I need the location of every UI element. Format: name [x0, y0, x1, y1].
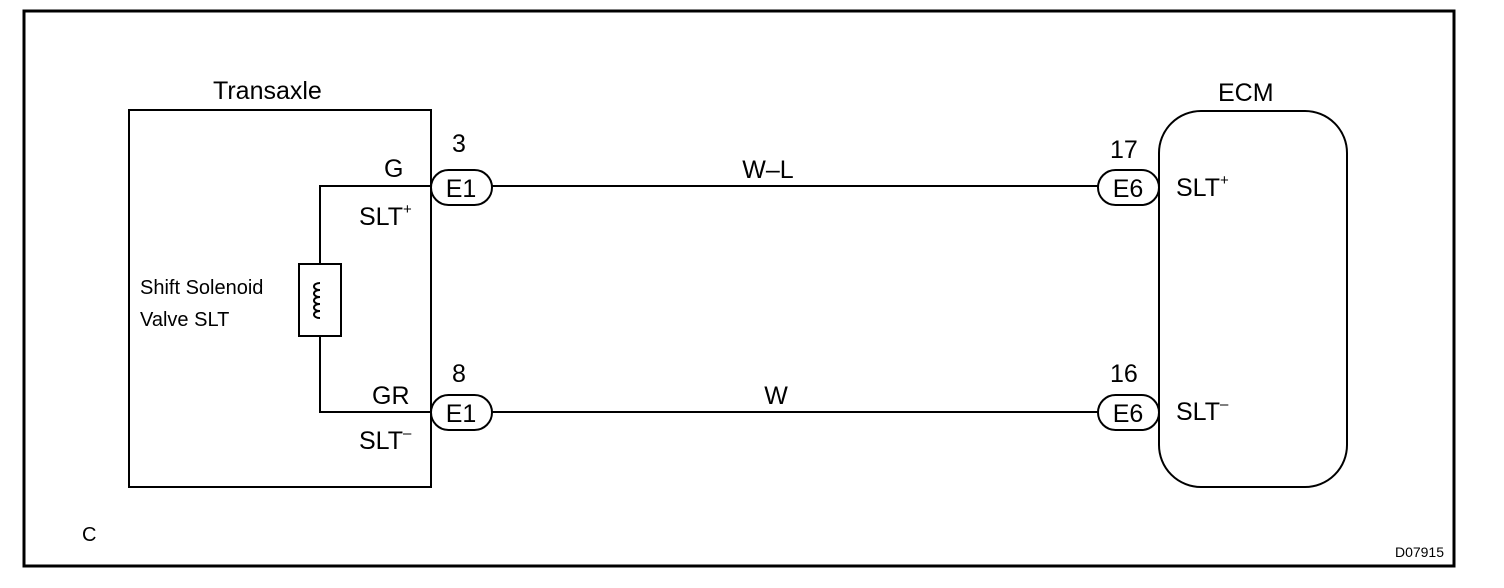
connector-pin-17: 17 [1110, 136, 1138, 164]
connector-pin-16: 16 [1110, 360, 1138, 388]
ecm-box [1158, 110, 1348, 488]
terminal-slt-minus-ecm: SLT– [1176, 396, 1229, 426]
solenoid-coil-icon [298, 263, 342, 337]
wire-color-gr: GR [372, 382, 410, 410]
terminal-slt-plus-transaxle: SLT+ [359, 201, 412, 231]
wire-label-w-l: W–L [742, 156, 794, 184]
figure-code: D07915 [1395, 544, 1444, 560]
wire-color-g: G [384, 155, 403, 183]
connector-pin-8: 8 [452, 360, 466, 388]
solenoid-label-line2: Valve SLT [140, 309, 229, 331]
connector-e1-bottom-label: E1 [446, 400, 477, 428]
transaxle-title: Transaxle [213, 77, 322, 105]
connector-e6-bottom-label: E6 [1113, 400, 1144, 428]
solenoid-label-line1: Shift Solenoid [140, 277, 263, 299]
frame-letter: C [82, 524, 96, 546]
connector-e6-top-label: E6 [1113, 175, 1144, 203]
solenoid-wire-bottom [319, 336, 431, 413]
connector-e1-top [430, 169, 493, 206]
connector-pin-3: 3 [452, 130, 466, 158]
transaxle-box [128, 109, 432, 488]
terminal-slt-plus-ecm: SLT+ [1176, 172, 1229, 202]
diagram-frame [22, 9, 1456, 568]
connector-e1-top-label: E1 [446, 175, 477, 203]
terminal-slt-minus-transaxle: SLT– [359, 425, 412, 455]
solenoid-wire-top [319, 185, 431, 264]
ecm-title: ECM [1218, 79, 1274, 107]
wire-label-w: W [764, 382, 788, 410]
